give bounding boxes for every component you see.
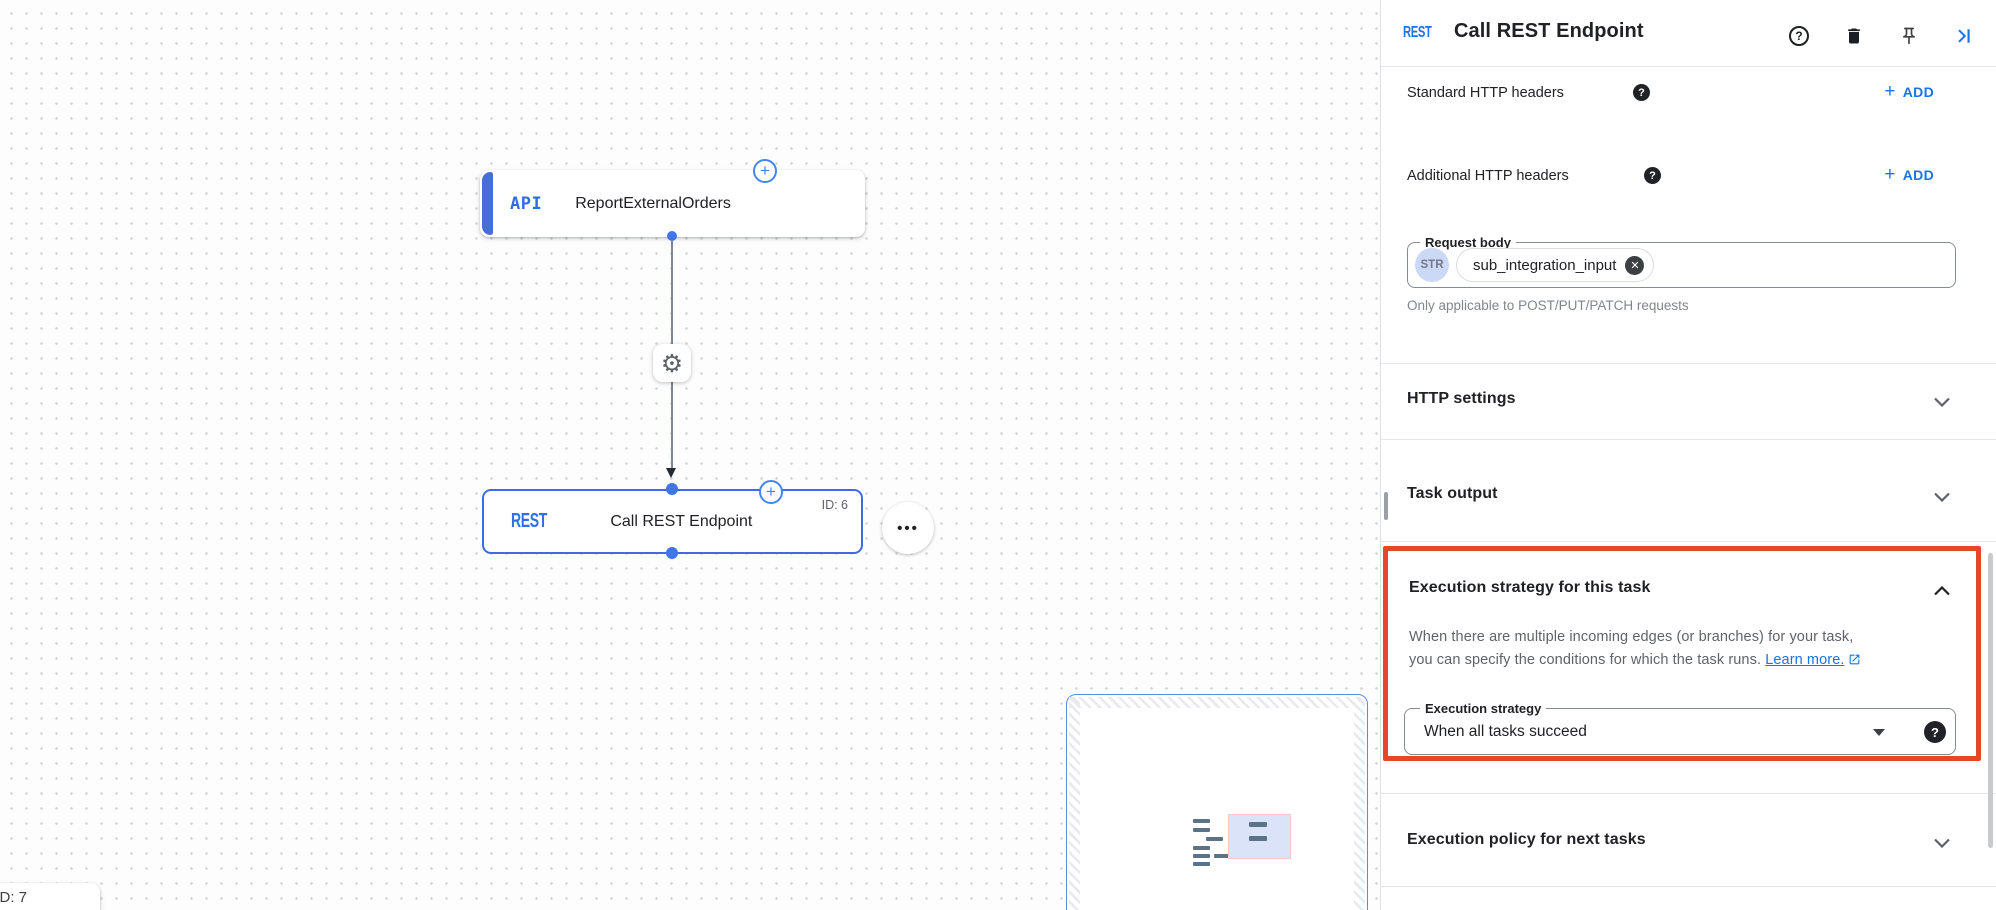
plus-icon: + <box>1884 164 1896 185</box>
request-body-value-chip[interactable]: sub_integration_input ✕ <box>1456 248 1655 282</box>
section-task-output[interactable]: Task output <box>1407 485 1498 502</box>
collapse-panel-icon[interactable] <box>1952 24 1976 48</box>
panel-scrollbar[interactable] <box>1988 553 1993 848</box>
node-partial[interactable]: ID: 7 <box>0 883 100 910</box>
section-http-settings[interactable]: HTTP settings <box>1407 390 1516 407</box>
chevron-down-icon[interactable] <box>1930 485 1954 509</box>
edge-source-dot[interactable] <box>667 231 677 241</box>
divider <box>1381 363 1996 364</box>
rest-task-icon: REST <box>1403 24 1432 41</box>
divider <box>1381 541 1996 542</box>
add-additional-header-button[interactable]: + ADD <box>1884 164 1934 185</box>
add-task-button[interactable]: + <box>753 159 777 183</box>
dropdown-caret-icon[interactable] <box>1873 729 1885 736</box>
remove-chip-icon[interactable]: ✕ <box>1625 255 1645 275</box>
plus-icon: + <box>1884 81 1896 102</box>
chevron-down-icon[interactable] <box>1930 831 1954 855</box>
minimap-node-mark <box>1206 837 1223 841</box>
divider <box>1381 66 1996 67</box>
node-report-external-orders[interactable]: API ReportExternalOrders <box>480 170 865 237</box>
add-label: ADD <box>1902 84 1934 100</box>
task-id-label: ID: 7 <box>0 889 27 906</box>
minimap-hatch <box>1069 697 1080 910</box>
chip-value: sub_integration_input <box>1473 256 1617 274</box>
execution-strategy-description: When there are multiple incoming edges (… <box>1409 626 1954 674</box>
edge-arrowhead <box>666 468 676 478</box>
execution-strategy-label: Execution strategy <box>1420 701 1547 716</box>
minimap-node-mark <box>1249 822 1267 827</box>
api-trigger-icon: API <box>510 193 543 214</box>
add-task-button[interactable]: + <box>759 480 783 504</box>
rest-task-icon: REST <box>511 510 547 532</box>
minimap-hatch <box>1354 697 1365 910</box>
add-standard-header-button[interactable]: + ADD <box>1884 81 1934 102</box>
divider <box>1381 886 1996 887</box>
minimap-node-mark <box>1193 828 1210 832</box>
additional-headers-label: Additional HTTP headers <box>1407 168 1569 184</box>
help-badge-icon[interactable]: ? <box>1633 84 1650 101</box>
learn-more-link[interactable]: Learn more. <box>1765 652 1845 668</box>
delete-task-icon[interactable] <box>1842 24 1866 48</box>
request-body-helper: Only applicable to POST/PUT/PATCH reques… <box>1407 298 1689 313</box>
standard-headers-label: Standard HTTP headers <box>1407 85 1564 101</box>
minimap-hatch <box>1069 697 1365 708</box>
minimap-node-mark <box>1193 854 1210 858</box>
task-config-panel: REST Call REST Endpoint ? Standard HTTP … <box>1380 0 1996 910</box>
request-body-label: Request body <box>1420 235 1516 250</box>
minimap-node-mark <box>1249 836 1267 841</box>
section-execution-policy[interactable]: Execution policy for next tasks <box>1407 831 1646 848</box>
request-body-field[interactable]: Request body STR sub_integration_input ✕ <box>1407 235 1956 288</box>
external-link-icon[interactable] <box>1848 651 1861 674</box>
edge-gear-icon[interactable]: ⚙ <box>653 344 691 382</box>
task-id-label: ID: 6 <box>821 498 848 512</box>
pin-panel-icon[interactable] <box>1897 24 1921 48</box>
description-line2: you can specify the conditions for which… <box>1409 652 1762 668</box>
node-title: ReportExternalOrders <box>575 194 731 212</box>
help-icon[interactable]: ? <box>1787 24 1811 48</box>
minimap-node-mark <box>1193 862 1210 866</box>
node-more-menu-button[interactable]: ••• <box>882 502 934 554</box>
description-line1: When there are multiple incoming edges (… <box>1409 629 1854 645</box>
add-label: ADD <box>1902 167 1934 183</box>
node-output-dot[interactable] <box>666 547 678 559</box>
minimap-viewport-rect <box>1228 814 1291 859</box>
chevron-up-icon[interactable] <box>1930 579 1954 603</box>
canvas-minimap[interactable] <box>1066 694 1368 910</box>
divider <box>1381 439 1996 440</box>
minimap-node-mark <box>1214 854 1231 858</box>
minimap-node-mark <box>1193 846 1210 850</box>
chevron-down-icon[interactable] <box>1930 390 1954 414</box>
divider <box>1381 793 1996 794</box>
node-title: Call REST Endpoint <box>610 512 753 530</box>
help-badge-icon[interactable]: ? <box>1924 721 1946 743</box>
panel-scroll-indicator <box>1384 492 1388 520</box>
section-execution-strategy[interactable]: Execution strategy for this task <box>1409 579 1651 596</box>
workflow-canvas[interactable]: API ReportExternalOrders + ⚙ REST Call R… <box>0 0 1380 910</box>
trigger-accent-stripe <box>482 172 493 235</box>
node-call-rest-endpoint[interactable]: REST Call REST Endpoint ID: 6 <box>482 489 863 554</box>
execution-strategy-value: When all tasks succeed <box>1424 723 1587 740</box>
panel-title: Call REST Endpoint <box>1454 20 1644 42</box>
minimap-node-mark <box>1193 819 1210 823</box>
execution-strategy-select[interactable]: Execution strategy When all tasks succee… <box>1404 701 1956 755</box>
edge-target-dot[interactable] <box>666 483 678 495</box>
help-badge-icon[interactable]: ? <box>1644 167 1661 184</box>
string-type-chip: STR <box>1415 248 1449 282</box>
